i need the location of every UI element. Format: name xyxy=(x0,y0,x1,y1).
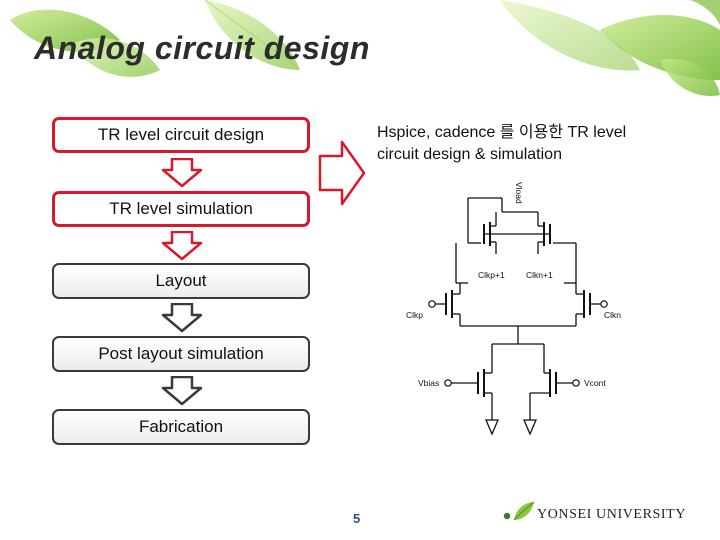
step-tr-level-simulation: TR level simulation xyxy=(52,191,310,227)
step-layout: Layout xyxy=(52,263,310,299)
slide-title: Analog circuit design xyxy=(34,30,370,66)
down-arrow-icon xyxy=(161,158,203,188)
label-vbias: Vbias xyxy=(418,378,439,388)
label-clkn-top: Clkn+1 xyxy=(526,270,553,280)
page-number: 5 xyxy=(353,511,361,526)
description-line-1: Hspice, cadence 를 이용한 TR level xyxy=(377,124,627,141)
right-arrow-icon xyxy=(318,140,366,206)
tool-description: Hspice, cadence 를 이용한 TR level circuit d… xyxy=(377,122,626,166)
step-fabrication: Fabrication xyxy=(52,409,310,445)
step-tr-level-circuit-design: TR level circuit design xyxy=(52,117,310,153)
ground-symbol xyxy=(523,419,537,436)
label-clkn: Clkn xyxy=(604,310,621,320)
label-vcont: Vcont xyxy=(584,378,606,388)
down-arrow-icon xyxy=(161,376,203,406)
label-vload: Vload xyxy=(514,182,524,204)
university-name: YONSEI UNIVERSITY xyxy=(537,507,687,522)
step-post-layout-simulation: Post layout simulation xyxy=(52,336,310,372)
label-clkp-top: Clkp+1 xyxy=(478,270,505,280)
down-arrow-icon xyxy=(161,303,203,333)
university-leaf-logo-icon xyxy=(503,501,535,521)
down-arrow-icon xyxy=(161,231,203,261)
label-clkp: Clkp xyxy=(406,310,423,320)
description-line-2: circuit design & simulation xyxy=(377,146,562,163)
ground-symbol xyxy=(485,419,499,436)
circuit-schematic: Vload Clkp+1 Clkn+1 Clkp Clkn Vbias Vcon… xyxy=(406,182,621,436)
